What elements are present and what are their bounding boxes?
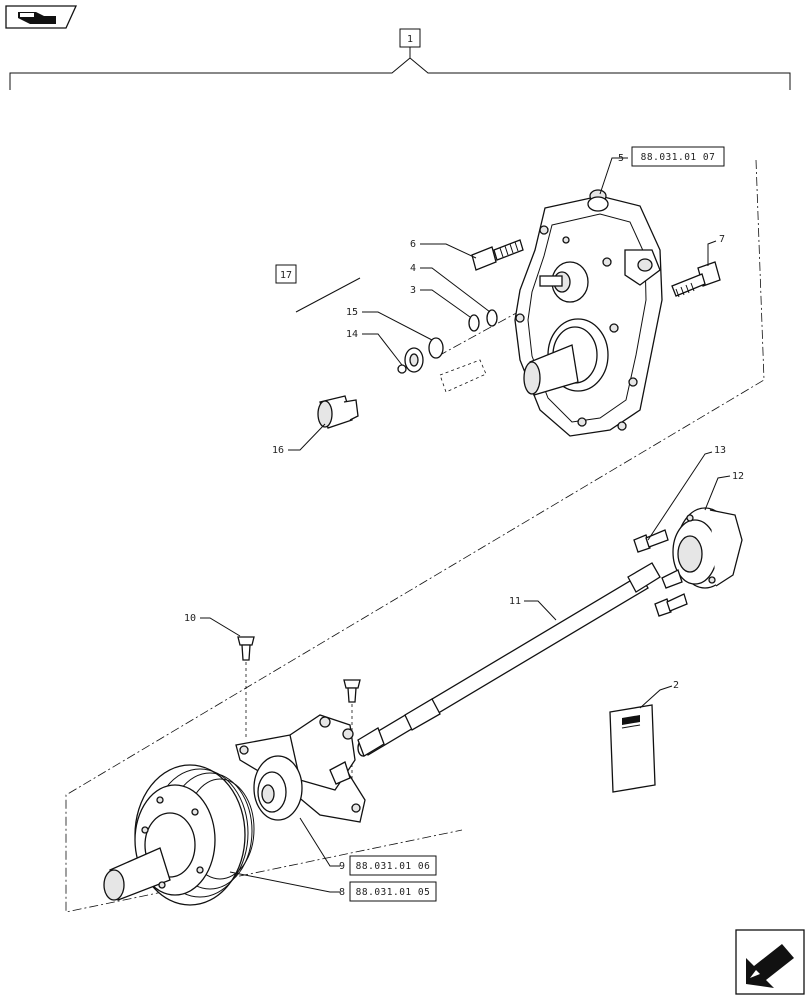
next-page-arrow-icon[interactable]	[735, 929, 805, 995]
callout-14[interactable]: 14	[346, 329, 358, 340]
snap-ring-15	[428, 337, 444, 359]
callout-12[interactable]: 12	[732, 471, 744, 482]
flange-12	[672, 507, 743, 589]
manual-2	[609, 704, 656, 793]
svg-text:5: 5	[618, 153, 624, 164]
bolt-7	[671, 261, 721, 298]
bolt-13	[633, 529, 688, 617]
drive-shaft-11	[357, 562, 661, 757]
svg-text:88.031.01 05: 88.031.01 05	[356, 887, 431, 898]
callout-9[interactable]: 9 88.031.01 06	[339, 855, 437, 876]
svg-text:9: 9	[339, 861, 345, 872]
callout-7[interactable]: 7	[719, 234, 725, 245]
svg-text:8: 8	[339, 887, 345, 898]
clutch-8	[103, 764, 255, 906]
callout-11[interactable]: 11	[509, 596, 521, 607]
callout-4[interactable]: 4	[410, 263, 416, 274]
bolt-10	[237, 636, 255, 740]
callout-2-label[interactable]: 2	[673, 680, 679, 691]
callout-10[interactable]: 10	[184, 613, 196, 624]
svg-text:1: 1	[407, 34, 413, 45]
bolt-6	[471, 239, 524, 271]
bracket-17: 17	[275, 264, 361, 313]
group-brace	[9, 47, 791, 90]
svg-text:88.031.01 07: 88.031.01 07	[641, 152, 716, 163]
callout-6[interactable]: 6	[410, 239, 416, 250]
callout-8[interactable]: 8 88.031.01 05	[339, 881, 437, 902]
callout-15[interactable]: 15	[346, 307, 358, 318]
callout-13[interactable]: 13	[714, 445, 726, 456]
bearing-14	[397, 347, 424, 374]
group-ref-1[interactable]: 1	[399, 28, 421, 48]
cap-16	[317, 395, 359, 429]
gearbox-housing	[514, 189, 663, 437]
bearing-bracket-9	[235, 714, 366, 823]
book-hand-icon[interactable]	[5, 5, 78, 29]
callout-5[interactable]: 5 88.031.01 07	[618, 146, 725, 167]
svg-text:17: 17	[280, 270, 292, 281]
svg-text:88.031.01 06: 88.031.01 06	[356, 861, 431, 872]
o-ring-4	[486, 309, 498, 327]
leader-lines	[200, 157, 731, 893]
splined-stub	[439, 359, 487, 393]
callout-3[interactable]: 3	[410, 285, 416, 296]
callout-16[interactable]: 16	[272, 445, 284, 456]
o-ring-3	[468, 314, 480, 332]
